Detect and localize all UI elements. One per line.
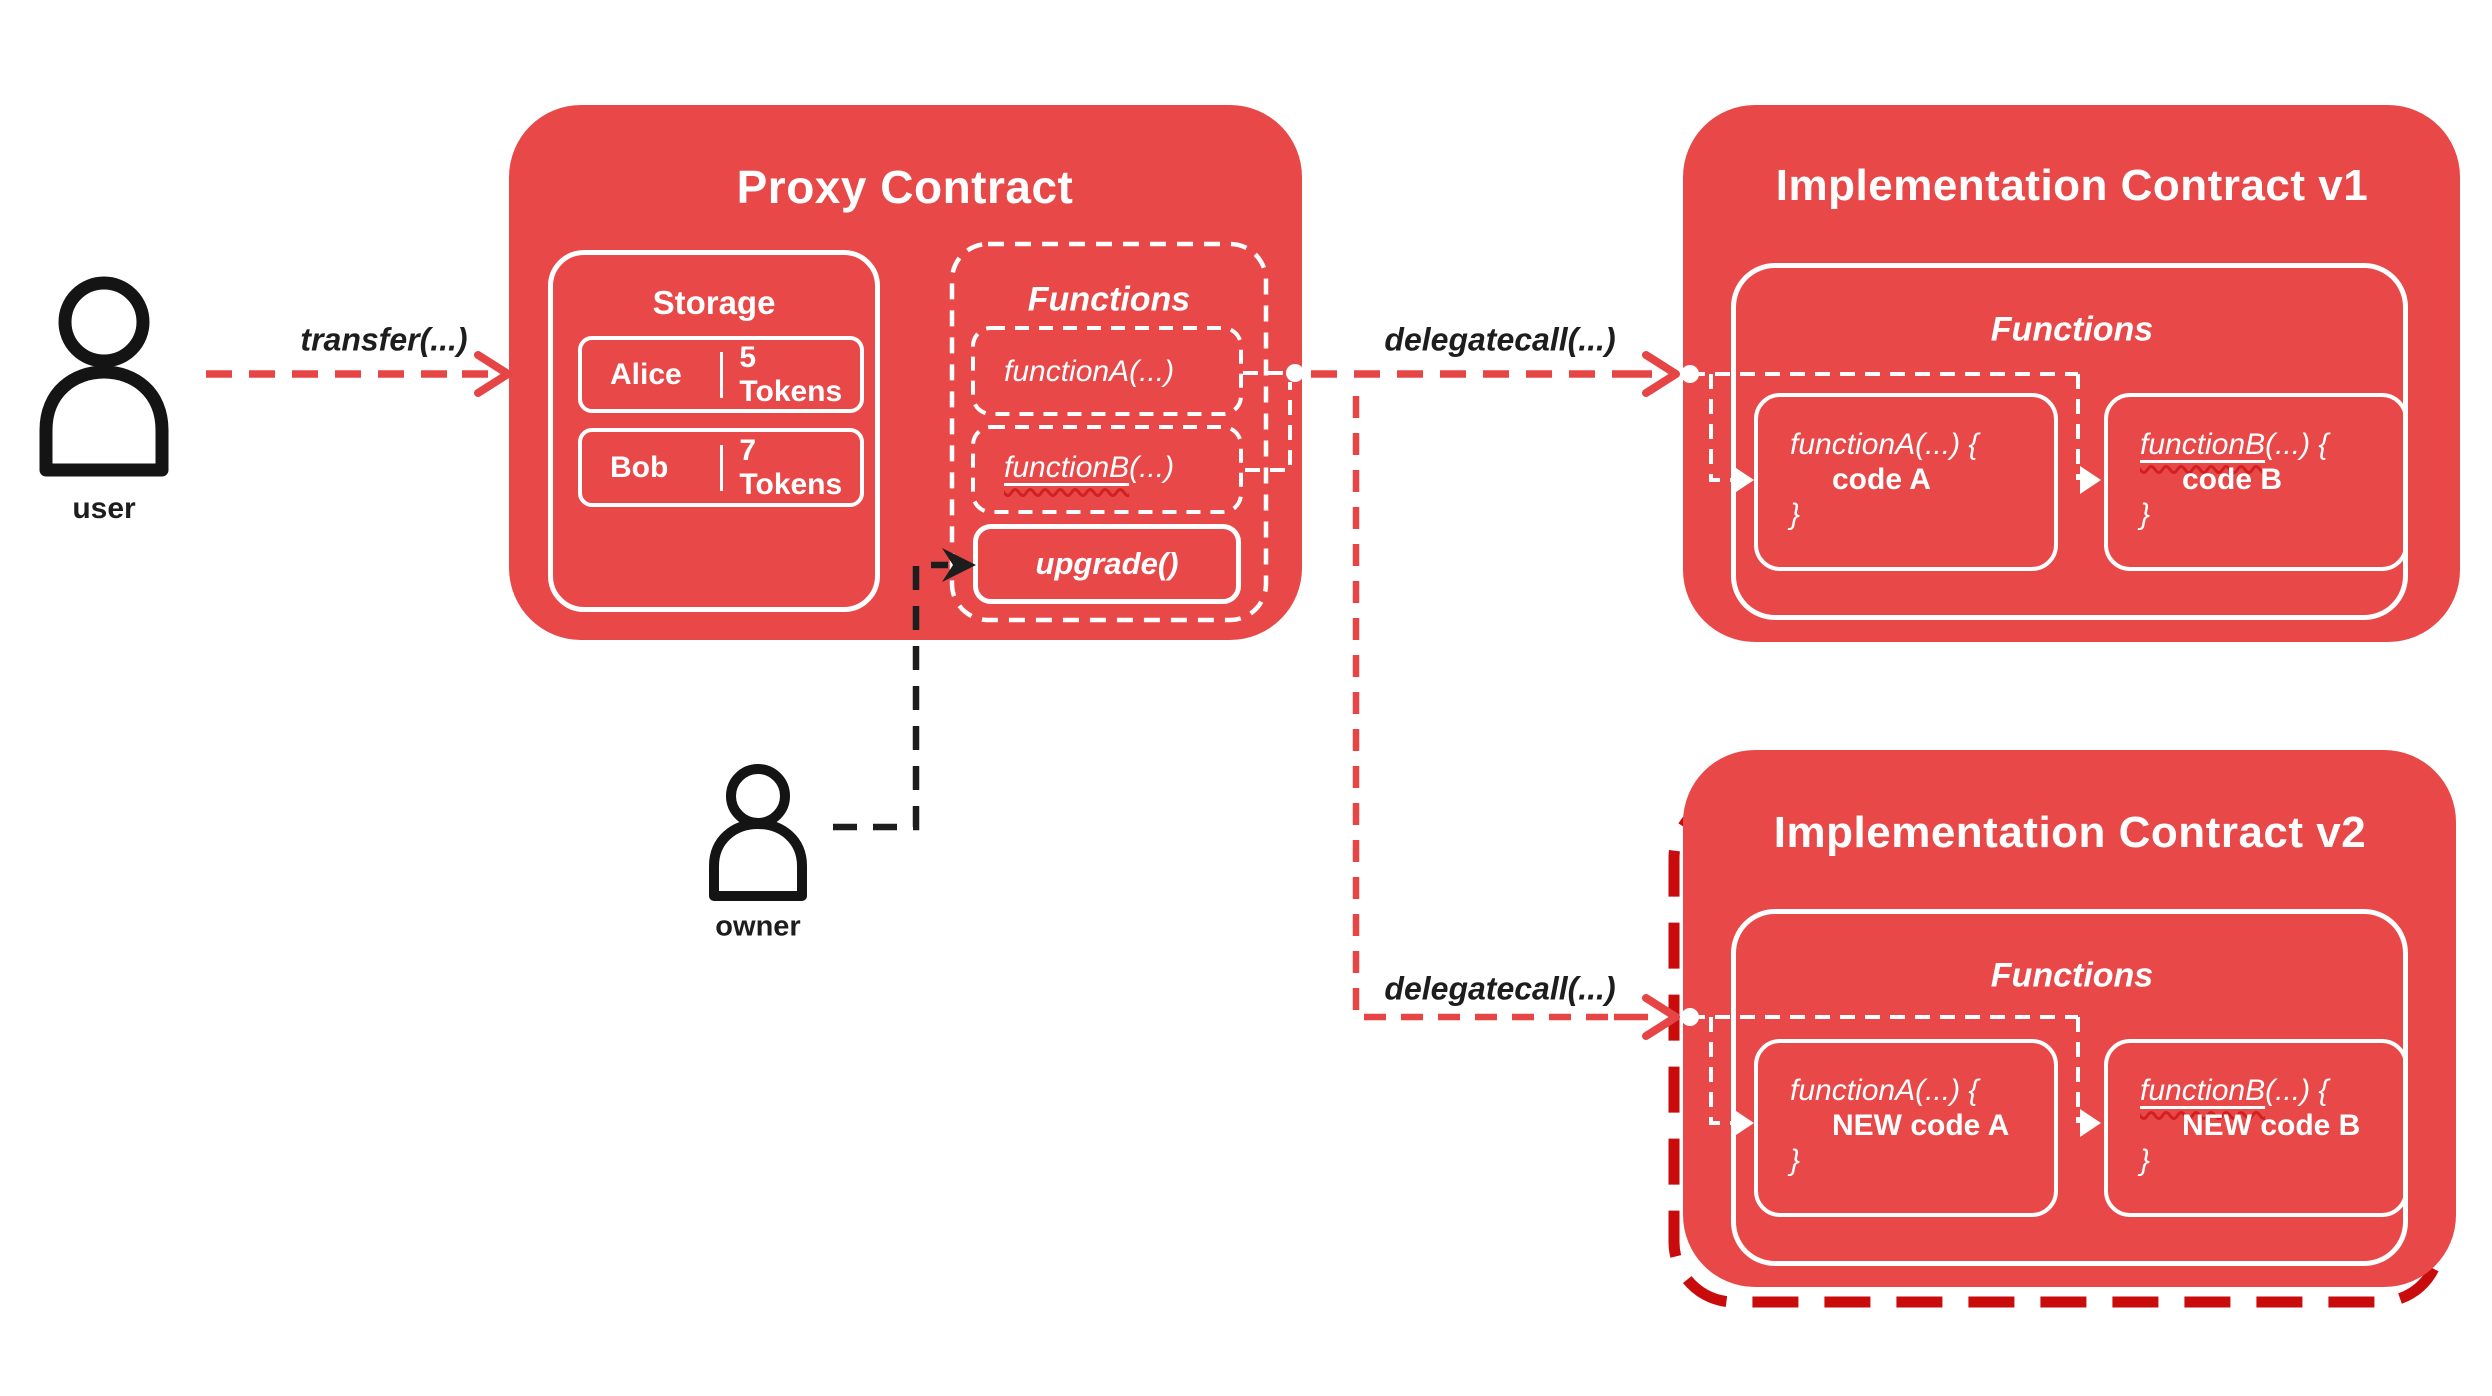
v1-function-a-box [1754,393,2058,571]
upgrade-function-box [973,524,1241,604]
proxy-function-b-connector [1245,382,1292,472]
v2-internal-connectors [1690,1015,2101,1137]
v1-function-b-name: functionB [2140,428,2266,461]
v2-function-a-brace: } [1790,1144,1801,1177]
delegatecall-v1-arrow [1311,351,1680,397]
storage-row-alice: Alice 5 Tokens [578,336,864,413]
proxy-contract-box [509,105,1302,640]
v2-function-a-code: functionA(...) { NEW code A } [1790,1073,2009,1178]
transfer-label: transfer(...) [300,321,468,358]
storage-panel [548,250,880,612]
proxy-function-a-label: functionA(...) [1004,355,1175,388]
v2-function-a-body: NEW code A [1832,1109,2010,1142]
proxy-function-b-label: functionB(...) [1004,451,1174,485]
v2-function-a-box [1754,1039,2058,1217]
v1-function-b-box [2104,393,2408,571]
upgrade-arrow [833,548,976,831]
bob-balance: 7 Tokens [739,433,843,501]
proxy-junction-dot [1286,364,1304,382]
v2-function-b-code: functionB(...) { NEW code B } [2140,1073,2360,1178]
v1-internal-connectors [1690,372,2101,494]
proxy-function-b-args: (...) [1129,451,1175,484]
user-label: user [72,492,136,525]
v1-function-a-sig: functionA(...) { [1790,428,1979,461]
v2-function-a-sig: functionA(...) { [1790,1074,1979,1107]
v1-function-a-code: functionA(...) { code A } [1790,427,1978,532]
storage-title: Storage [652,284,776,321]
v1-function-b-brace: } [2140,498,2151,531]
v2-function-b-sig: functionB(...) { [2140,1073,2360,1108]
alice-name: Alice [610,357,682,391]
v2-function-b-body: NEW code B [2182,1109,2361,1142]
v1-functions-title: Functions [1990,310,2154,349]
delegatecall-v1-label: delegatecall(...) [1384,321,1616,358]
v1-function-a-brace: } [1790,498,1801,531]
bob-name: Bob [610,450,669,484]
v2-title: Implementation Contract v2 [1773,808,2367,857]
v1-function-b-body: code B [2182,463,2283,496]
v2-function-b-brace: } [2140,1144,2151,1177]
alice-balance: 5 Tokens [739,340,843,408]
owner-label: owner [715,910,801,943]
proxy-functions-panel [949,241,1269,623]
alice-divider [720,351,724,398]
v1-function-b-sig: functionB(...) { [2140,427,2328,462]
v2-functions-title: Functions [1990,956,2154,995]
v2-function-b-name: functionB [2140,1074,2266,1107]
v2-function-b-args: (...) { [2265,1074,2329,1107]
v1-function-a-body: code A [1832,463,1931,496]
user-icon [39,276,169,477]
bob-divider [720,444,724,491]
proxy-functions-title: Functions [1027,280,1191,319]
v1-function-b-args: (...) { [2265,428,2329,461]
owner-icon [709,764,807,901]
v1-title: Implementation Contract v1 [1775,161,2369,210]
v2-function-b-box [2104,1039,2408,1217]
v1-function-b-code: functionB(...) { code B } [2140,427,2328,532]
v1-junction-dot [1681,365,1699,383]
storage-row-bob: Bob 7 Tokens [578,428,864,507]
delegatecall-v2-arrow [1352,396,1680,1040]
delegatecall-v2-label: delegatecall(...) [1384,970,1616,1007]
transfer-arrow [206,351,512,397]
proxy-title: Proxy Contract [736,161,1074,213]
upgrade-label: upgrade() [1035,546,1179,581]
proxy-function-b-name: functionB [1004,451,1130,484]
v2-junction-dot [1681,1008,1699,1026]
